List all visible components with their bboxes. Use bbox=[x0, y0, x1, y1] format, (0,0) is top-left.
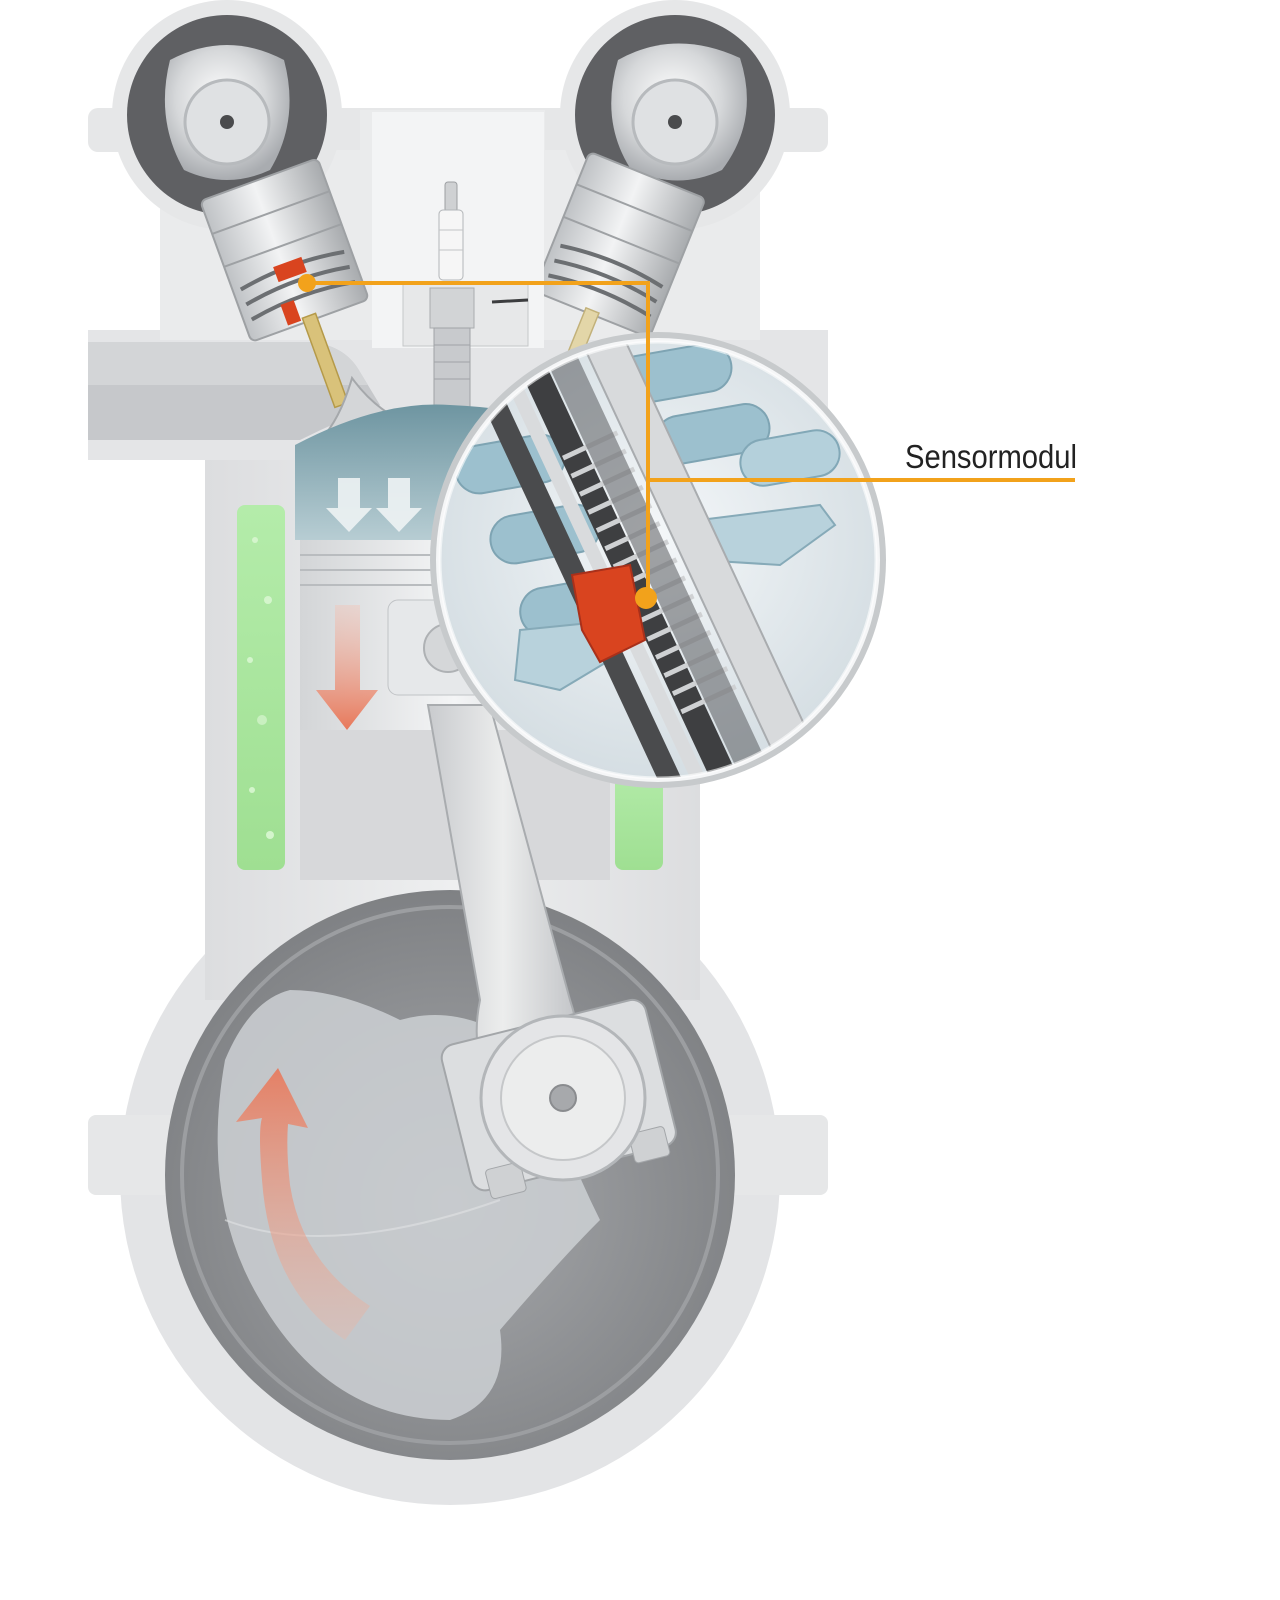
crank-rotation-arrow-icon bbox=[236, 1068, 370, 1340]
down-arrows-icon bbox=[326, 478, 422, 532]
leader-dot-valve bbox=[298, 274, 316, 292]
intake-valve-assembly bbox=[200, 159, 414, 442]
leader-dot-sensor bbox=[635, 587, 657, 609]
callout-label-sensormodul: Sensormodul bbox=[905, 438, 1077, 475]
piston-down-arrow-icon bbox=[316, 605, 378, 730]
exhaust-camshaft bbox=[575, 15, 775, 215]
coolant-jacket-left bbox=[237, 505, 285, 870]
intake-port bbox=[88, 342, 380, 440]
sensor-module bbox=[570, 563, 647, 664]
sensormodul-leader-line bbox=[307, 281, 1075, 598]
intake-camshaft bbox=[127, 15, 327, 215]
crankcase bbox=[165, 890, 735, 1460]
connecting-rod bbox=[426, 704, 677, 1200]
spark-plug bbox=[372, 112, 544, 409]
magnifier-lens bbox=[430, 332, 886, 788]
